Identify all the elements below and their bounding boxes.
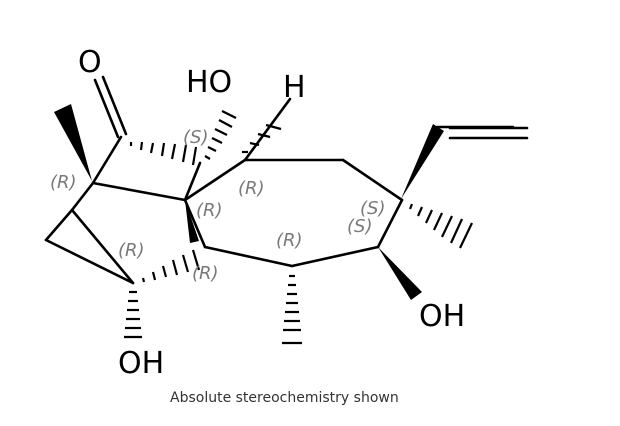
hash-methyl-down (282, 274, 302, 345)
atom-ketone-oxygen: O (78, 45, 102, 80)
bond-ring-lower-right (290, 245, 380, 268)
bond-ring-upper-right (341, 158, 404, 202)
wedge-bonds (54, 104, 444, 300)
atom-bottom-hydroxyl: OH (118, 346, 164, 381)
bond-cyclopropyl-diag (70, 208, 135, 285)
wedge-methyl-left (54, 104, 92, 181)
stereo-label-r-upper-mid: (R) (238, 178, 265, 199)
hash-s-to-ho (204, 110, 237, 160)
hash-methyl-right (408, 203, 473, 249)
stereo-label-r-ring: (R) (276, 230, 303, 251)
bond-cyclopropyl-bottom (44, 238, 135, 285)
stereo-descriptors: (R) (S) (R) (R) (R) (R) (R) (S) (S) (50, 127, 385, 284)
stereo-label-r-lower: (R) (192, 263, 219, 284)
atom-right-hydroxyl: OH (419, 299, 465, 334)
bond-co-double-a (93, 78, 120, 139)
stereochemistry-caption: Absolute stereochemistry shown (170, 390, 399, 406)
bond-bridgehead-s (183, 161, 202, 202)
hash-r-to-h (242, 123, 282, 154)
stereo-label-r-left: (R) (50, 172, 77, 193)
bond-ring-bottom (203, 245, 294, 268)
bond-alpha-bridgehead (91, 181, 187, 202)
bond-co-double-b (101, 75, 128, 136)
stereo-label-s-carbinol: (S) (347, 216, 372, 237)
hash-bottom-to-ring (141, 249, 201, 283)
wedge-vinyl (401, 124, 444, 199)
bond-ring-right (376, 198, 404, 249)
stereo-label-s-quaternary: (S) (360, 198, 385, 219)
hash-bottom-oh (124, 290, 142, 339)
bond-bridgehead-r (183, 158, 247, 202)
skeleton-bonds (44, 75, 529, 285)
hash-bonds (124, 110, 473, 345)
wedge-oh-right (378, 247, 422, 300)
bond-choh-top-h (243, 97, 292, 162)
stereo-label-s-top: (S) (183, 127, 208, 148)
stereo-label-r-bridge: (R) (118, 240, 145, 261)
stereo-label-r-center: (R) (196, 200, 223, 221)
bond-ketone-c-alpha (91, 135, 123, 185)
atom-top-hydrogen: H (283, 70, 306, 105)
bond-bridgehead-ring (183, 198, 207, 249)
wedge-bridgehead-down (185, 200, 199, 243)
atom-top-hydroxyl: HO (186, 65, 232, 100)
bond-cyclopropyl-left (44, 208, 74, 242)
bond-alpha-cyclopropyl (70, 181, 95, 212)
atom-labels: O HO H OH OH (78, 45, 465, 381)
hash-ketone-s (129, 141, 198, 166)
